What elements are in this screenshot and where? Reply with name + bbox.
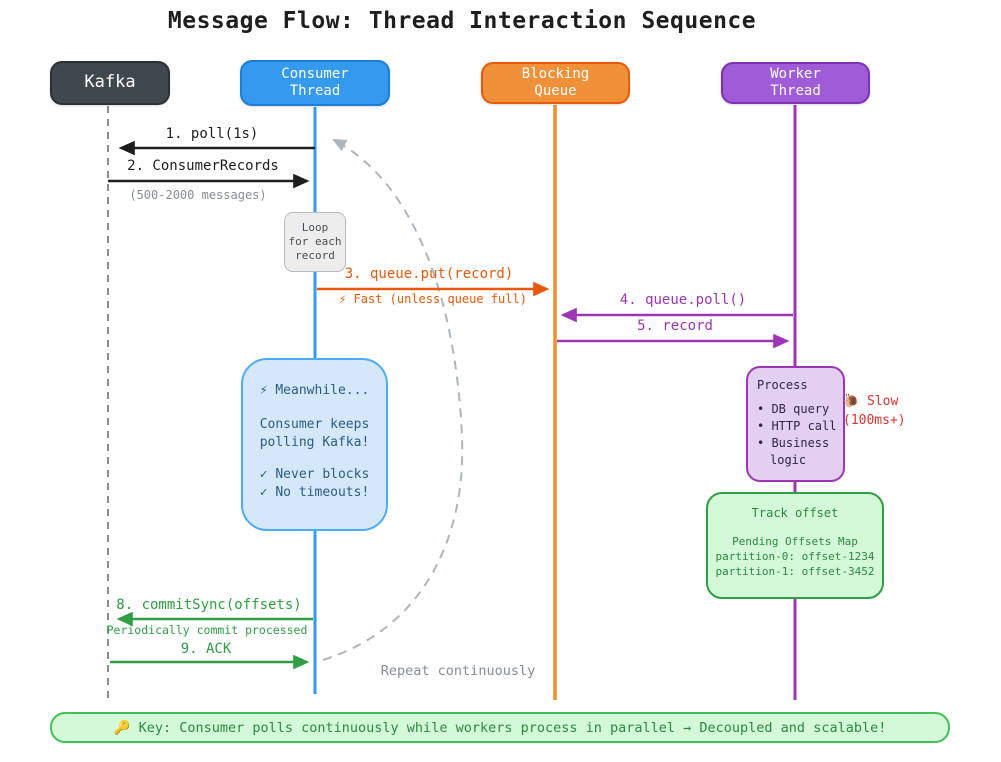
message-label-record: 5. record <box>637 318 713 334</box>
track-offset-title: Track offset <box>751 506 839 520</box>
repeat-continuously-label: Repeat continuously <box>380 663 536 679</box>
meanwhile-note-line3: ✓ Never blocks <box>259 467 370 482</box>
loop-note-line2: for each <box>288 235 342 248</box>
actor-box-worker-thread: Worker Thread <box>721 62 870 104</box>
process-note: Process • DB query • HTTP call • Busines… <box>746 366 845 482</box>
actor-label-worker-line1: Worker <box>770 65 821 82</box>
loop-note-line1: Loop <box>301 221 329 234</box>
actor-box-blocking-queue: Blocking Queue <box>481 62 630 104</box>
process-note-title: Process <box>757 378 808 392</box>
message-sub-commit-sync: Periodically commit processed <box>106 623 308 637</box>
actor-label-worker-line2: Thread <box>770 83 821 99</box>
process-note-item1: • DB query <box>757 402 830 416</box>
loop-note-line3: record <box>295 249 335 262</box>
actor-label-consumer-line2: Thread <box>289 83 341 99</box>
slow-annotation-line2: (100ms+) <box>843 413 906 428</box>
message-sub-queue-put: ⚡ Fast (unless queue full) <box>339 292 527 306</box>
actor-label-consumer-line1: Consumer <box>281 65 349 82</box>
track-offset-subtitle: Pending Offsets Map <box>732 535 858 548</box>
message-label-consumer-records: 2. ConsumerRecords <box>127 158 279 174</box>
process-note-item2: • HTTP call <box>757 419 837 433</box>
actor-box-consumer-thread: Consumer Thread <box>240 60 390 106</box>
meanwhile-note-line2: polling Kafka! <box>259 435 370 450</box>
key-banner-text: 🔑 Key: Consumer polls continuously while… <box>113 719 887 736</box>
actor-label-queue-line1: Blocking <box>521 65 590 82</box>
diagram-title: Message Flow: Thread Interaction Sequenc… <box>167 8 757 34</box>
message-label-queue-poll: 4. queue.poll() <box>619 292 747 308</box>
process-note-item3: • Business <box>757 436 830 450</box>
actor-label-queue-line2: Queue <box>534 83 577 99</box>
message-sub-consumer-records: (500-2000 messages) <box>129 188 267 202</box>
actor-label-kafka: Kafka <box>84 72 136 93</box>
track-offset-row1: partition-0: offset-1234 <box>715 550 875 563</box>
meanwhile-note-title: ⚡ Meanwhile... <box>259 383 370 398</box>
track-offset-note: Track offset Pending Offsets Map partiti… <box>706 492 884 599</box>
track-offset-row2: partition-1: offset-3452 <box>715 565 875 578</box>
message-label-commit-sync: 8. commitSync(offsets) <box>116 597 302 613</box>
slow-annotation-line1: 🐌 Slow <box>843 394 899 409</box>
message-label-poll: 1. poll(1s) <box>165 126 259 142</box>
loop-note: Loop for each record <box>284 212 346 272</box>
actor-box-kafka: Kafka <box>50 61 170 105</box>
meanwhile-note: ⚡ Meanwhile... Consumer keeps polling Ka… <box>241 358 388 531</box>
message-label-ack: 9. ACK <box>180 641 232 657</box>
key-banner: 🔑 Key: Consumer polls continuously while… <box>50 712 950 743</box>
message-label-queue-put: 3. queue.put(record) <box>344 266 514 282</box>
meanwhile-note-line1: Consumer keeps <box>259 417 370 432</box>
meanwhile-note-line4: ✓ No timeouts! <box>259 485 370 500</box>
slow-annotation: 🐌 Slow (100ms+) <box>843 392 953 430</box>
process-note-item4: logic <box>770 453 807 467</box>
